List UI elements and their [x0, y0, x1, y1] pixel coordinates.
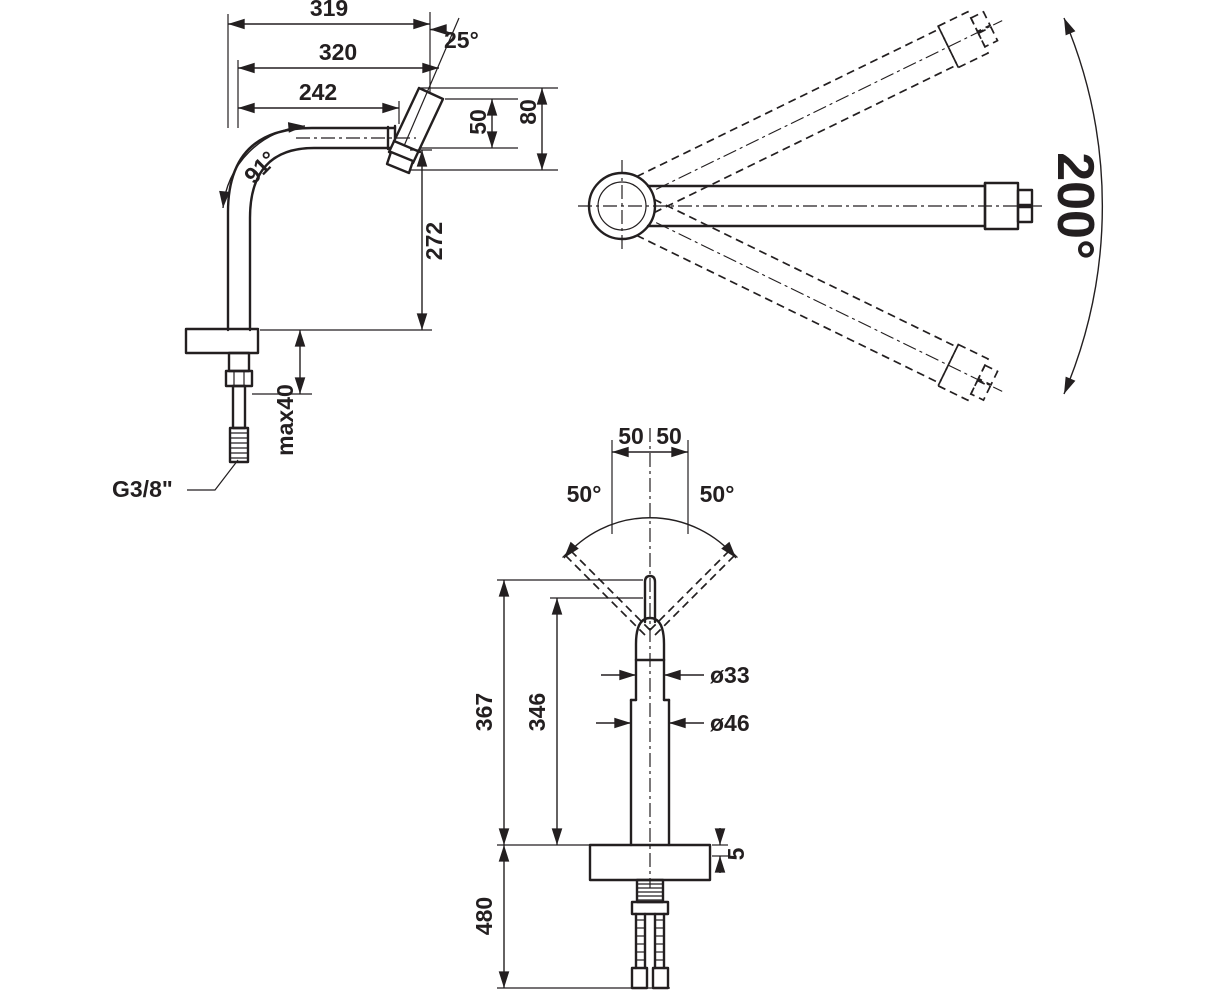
top-view: 200° [578, 10, 1104, 402]
dimension-base-diameter: ø46 [596, 710, 750, 736]
dim-label-320: 320 [319, 39, 357, 65]
dim-label-5: 5 [723, 847, 749, 860]
lever-dome [634, 616, 666, 662]
dimension-body-diameter: ø33 [601, 662, 750, 688]
side-view: 319 320 242 25° 50 [112, 0, 558, 502]
arm-top-swivel-down [636, 198, 1003, 402]
arm-top-swivel-up [636, 10, 1003, 214]
dim-label-480: 480 [471, 897, 497, 935]
angle-label-50-right: 50° [700, 481, 735, 507]
angle-label-200: 200° [1046, 152, 1104, 260]
dimension-arm-height: 272 [260, 149, 447, 331]
dim-label-dia46: ø46 [710, 710, 750, 736]
dim-label-346: 346 [524, 693, 550, 731]
lever [643, 574, 657, 624]
dim-label-319: 319 [310, 0, 348, 21]
dimension-reach-arm: 242 [238, 79, 400, 124]
dimension-reach-total: 319 [227, 0, 430, 128]
dim-label-242: 242 [299, 79, 337, 105]
faucet-side-outline [184, 86, 445, 464]
dimension-swivel-range: 200° [1046, 17, 1104, 395]
dimension-max-mounting: max40 [252, 330, 312, 456]
dim-label-50-side: 50 [465, 109, 491, 135]
dim-label-50-left: 50 [618, 423, 644, 449]
dimension-height-overall: 367 [471, 579, 643, 846]
spout-axis-line [403, 17, 460, 147]
thread-spec-callout: G3/8" [112, 459, 239, 502]
spout-head [387, 86, 445, 165]
aerator [385, 150, 415, 175]
base-plate-side [184, 327, 260, 355]
dimension-plate-thickness: 5 [712, 828, 749, 873]
dimension-head-height: 80 [411, 87, 558, 171]
angle-label-50-left: 50° [567, 481, 602, 507]
dim-label-dia33: ø33 [710, 662, 750, 688]
supply-hoses [630, 912, 670, 990]
dim-label-max40: max40 [272, 384, 298, 456]
dimension-spout-tilt: 25° [429, 24, 479, 53]
dim-label-50-right: 50 [656, 423, 682, 449]
dimension-height-to-lever: 346 [524, 597, 643, 845]
shank-nut [630, 900, 670, 916]
threaded-shank [228, 426, 250, 464]
base-plate-front [588, 843, 712, 916]
dimension-reach-pivot: 320 [237, 39, 439, 128]
mounting-nut [224, 369, 254, 388]
front-view: 50° 50° 50 50 367 346 ø33 [471, 423, 750, 990]
arm-top-solid [646, 181, 1034, 231]
angle-label-25: 25° [444, 27, 479, 53]
dim-label-272: 272 [421, 222, 447, 260]
dimension-outlet-drop: 50 [420, 98, 518, 149]
dimension-lever-offsets: 50 50 [611, 423, 689, 534]
thread-spec-label: G3/8" [112, 476, 173, 502]
lever-travel-dashed [562, 547, 738, 636]
dim-label-367: 367 [471, 693, 497, 731]
dim-label-80: 80 [515, 99, 541, 125]
dimension-lever-travel: 50° 50° [563, 481, 737, 559]
dimension-hose-length: 480 [471, 845, 670, 989]
